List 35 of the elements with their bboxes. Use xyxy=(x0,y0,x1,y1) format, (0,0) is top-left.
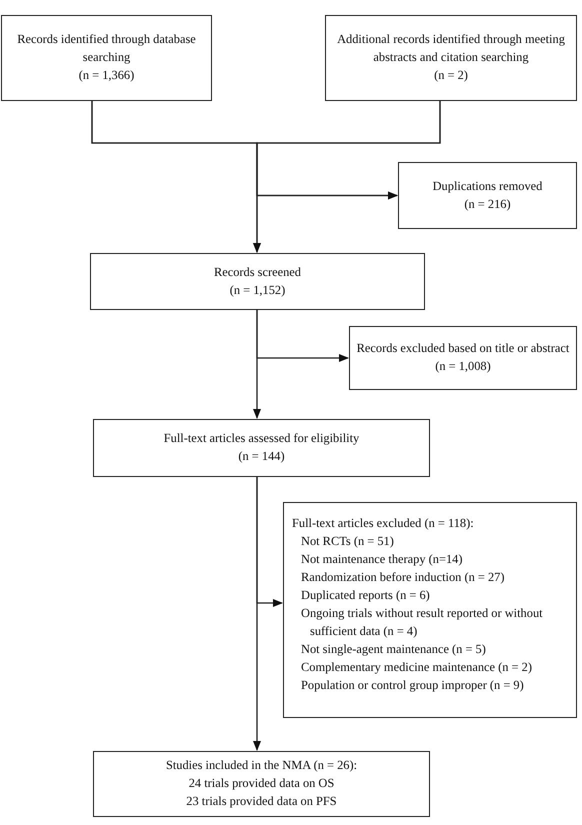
count-text: (n = 1,008) xyxy=(435,358,491,375)
box-title: Studies included in the NMA (n = 26): xyxy=(166,757,358,774)
process-box xyxy=(93,419,430,477)
process-box xyxy=(93,751,430,817)
count-text: 24 trials provided data on OS xyxy=(188,775,334,792)
process-box xyxy=(1,15,212,101)
list-item: Randomization before induction (n = 27) xyxy=(300,568,504,586)
process-box xyxy=(349,326,577,390)
count-text: (n = 216) xyxy=(464,196,511,212)
list-item: Not maintenance therapy (n=14) xyxy=(300,550,462,568)
box-title: Records screened xyxy=(214,264,302,281)
arrow xyxy=(253,310,261,419)
process-box xyxy=(398,162,577,229)
list-item: Population or control group improper (n = 9) xyxy=(300,676,524,694)
process-box xyxy=(283,502,577,718)
process-box xyxy=(90,253,425,310)
count-text: (n = 144) xyxy=(238,448,285,465)
box-title: Additional records identified through meeting abstracts and citation searching xyxy=(336,31,566,66)
list-item: Duplicated reports (n = 6) xyxy=(300,586,430,604)
process-box xyxy=(325,15,577,101)
box-title: Full-text articles excluded (n = 118): xyxy=(292,515,474,532)
box-title: Records identified through database searching xyxy=(16,31,197,66)
box-title: Full-text articles assessed for eligibility xyxy=(164,430,360,448)
box-title: Duplications removed xyxy=(432,178,542,195)
list-item: Ongoing trials without result reported or without sufficient data (n = 4) xyxy=(300,604,544,640)
arrow xyxy=(253,101,441,253)
count-text: (n = 2) xyxy=(434,66,468,84)
list-item: Not single-agent maintenance (n = 5) xyxy=(300,640,486,658)
count-text: (n = 1,152) xyxy=(230,282,286,298)
list-item: Complementary medicine maintenance (n = 2) xyxy=(300,658,532,676)
box-title: Records excluded based on title or abstract xyxy=(356,340,570,358)
count-text: 23 trials provided data on PFS xyxy=(186,792,337,810)
list-item: Not RCTs (n = 51) xyxy=(300,532,394,550)
arrow xyxy=(253,477,261,751)
count-text: (n = 1,366) xyxy=(78,66,134,84)
